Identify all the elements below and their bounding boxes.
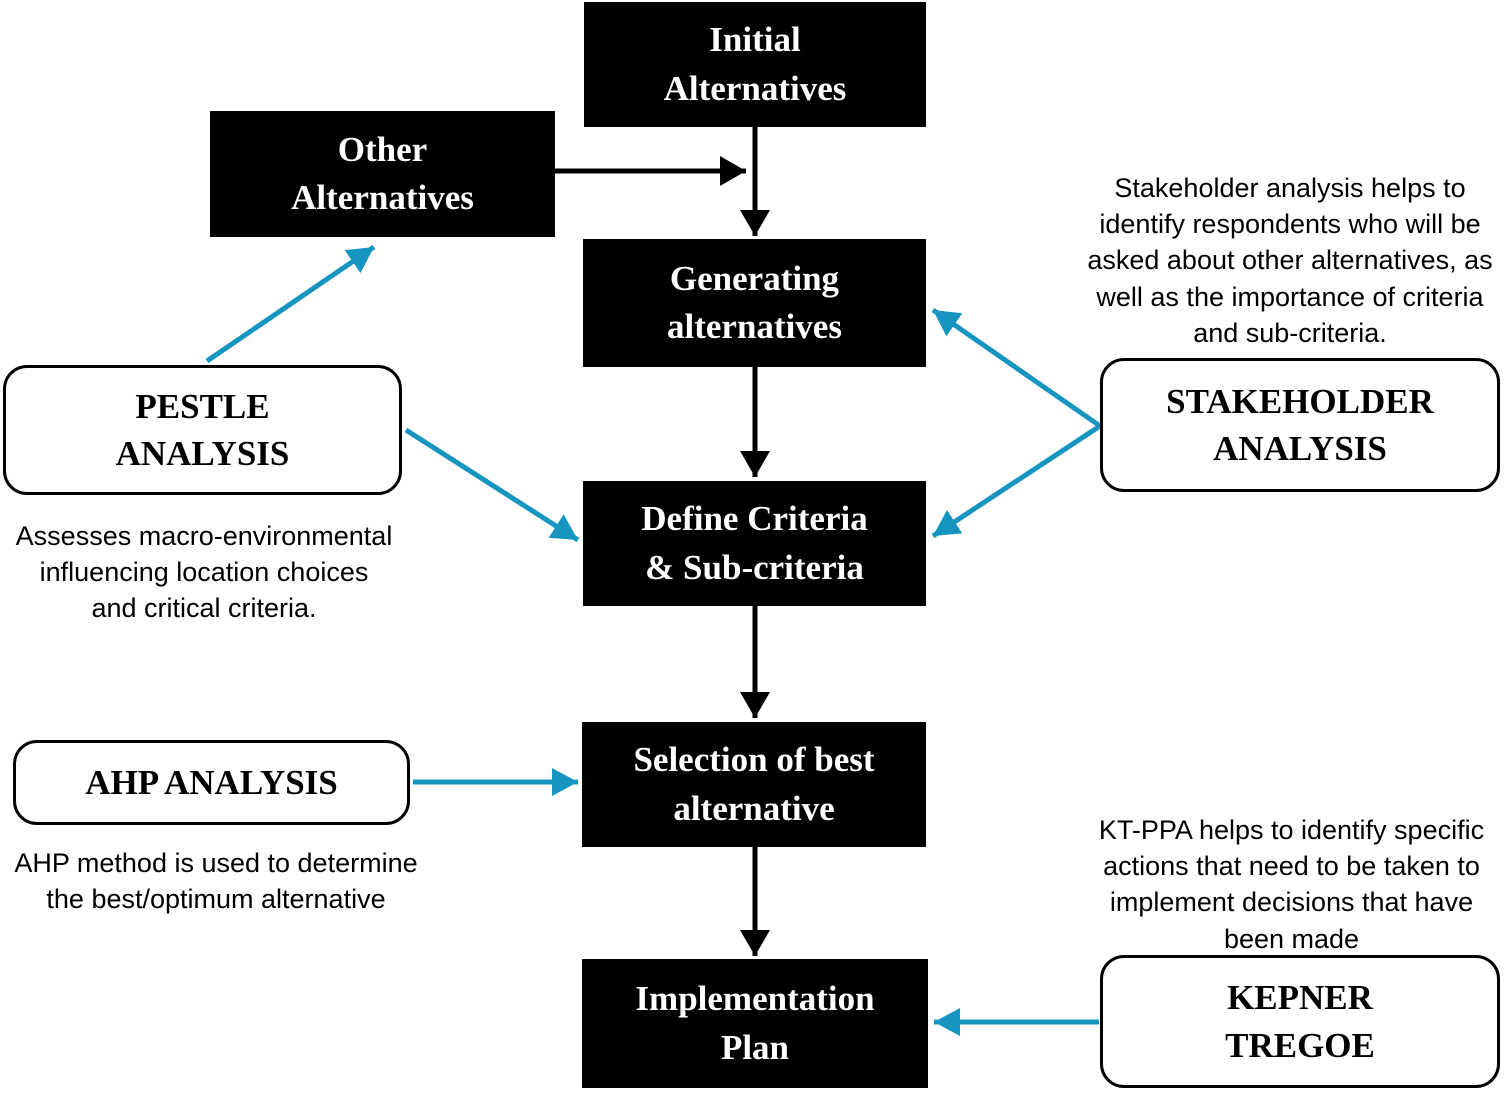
stakeholder-analysis-description: Stakeholder analysis helps to identify r…: [1087, 173, 1493, 348]
pestle-analysis-description: Assesses macro-environmental influencing…: [15, 521, 393, 624]
ahp-analysis-description: AHP method is used to determine the best…: [14, 848, 418, 915]
node-define-criteria: Define Criteria & Sub-criteria: [583, 481, 926, 606]
arrow-stakeholder-to-define: [931, 423, 1102, 539]
node-selection-best-alternative: Selection of best alternative: [582, 722, 926, 847]
arrow-pestle-to-other: [205, 244, 376, 364]
node-stakeholder-analysis: STAKEHOLDER ANALYSIS: [1100, 358, 1500, 492]
node-kepner-tregoe: KEPNER TREGOE: [1100, 955, 1500, 1088]
node-other-alternatives: Other Alternatives: [210, 111, 555, 237]
node-initial-alternatives: Initial Alternatives: [584, 2, 926, 127]
node-generating-alternatives: Generating alternatives: [583, 239, 926, 367]
kepner-tregoe-description: KT-PPA helps to identify specific action…: [1098, 815, 1485, 954]
arrow-pestle-to-define: [404, 427, 580, 543]
node-pestle-analysis: PESTLE ANALYSIS: [3, 365, 402, 495]
node-implementation-plan: Implementation Plan: [582, 959, 928, 1088]
node-ahp-analysis: AHP ANALYSIS: [13, 740, 410, 825]
